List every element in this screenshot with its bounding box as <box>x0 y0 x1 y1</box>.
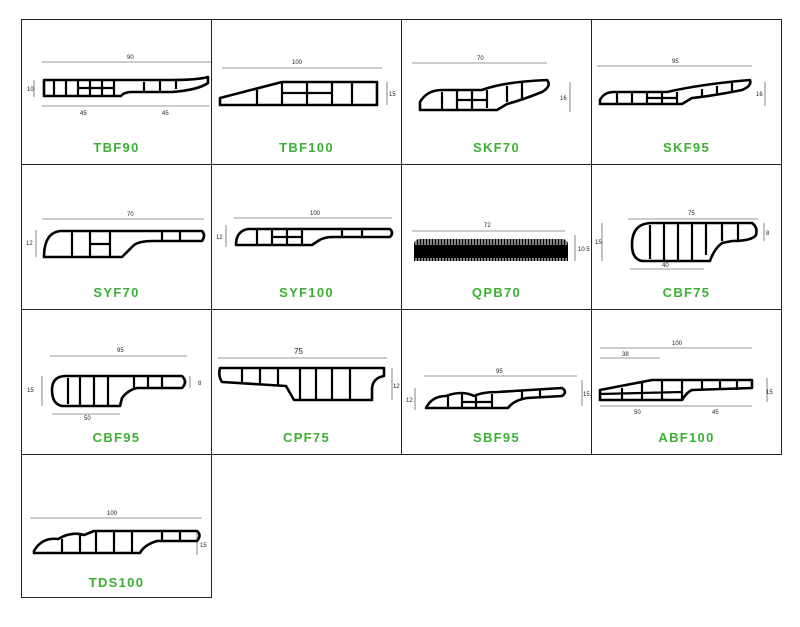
profile-grid: 90 10 45 45 TBF90 100 15 TBF100 70 <box>21 19 782 598</box>
skf95-drawing: 95 16 <box>597 59 766 106</box>
profile-cell-tds100: 100 15 TDS100 <box>21 454 212 598</box>
cbf75-width-dim: 75 <box>688 211 695 217</box>
tds100-height-dim: 15 <box>200 543 207 549</box>
skf95-height-dim: 16 <box>756 92 763 98</box>
qpb70-drawing: 72 10.5 <box>412 223 590 261</box>
tbf90-right-dim: 45 <box>162 111 169 117</box>
cbf75-drawing: 75 8 15 40 <box>595 211 770 270</box>
profile-label: CBF75 <box>662 285 711 300</box>
abf100-width-dim: 100 <box>672 341 683 347</box>
abf100-height-dim: 15 <box>766 390 773 396</box>
cpf75-width-dim: 75 <box>294 347 303 356</box>
profile-label: SYF70 <box>93 285 140 300</box>
syf70-width-dim: 70 <box>127 212 134 218</box>
cbf95-bottom-dim: 50 <box>84 416 91 422</box>
abf100-top-dim: 38 <box>622 352 629 358</box>
cbf95-height-dim: 15 <box>27 388 34 394</box>
profile-cell-cpf75: 75 12 CPF75 <box>211 309 402 455</box>
profile-cell-abf100: 100 38 50 45 15 ABF100 <box>591 309 782 455</box>
cpf75-drawing: 75 12 <box>218 347 400 402</box>
profile-label: CPF75 <box>283 430 330 445</box>
profile-label: TDS100 <box>88 575 145 590</box>
tds100-drawing: 100 15 <box>30 511 207 555</box>
abf100-drawing: 100 38 50 45 15 <box>598 341 773 416</box>
syf100-height-dim: 12 <box>216 235 223 241</box>
tbf90-height-dim: 10 <box>27 87 34 93</box>
tbf90-drawing: 90 10 45 45 <box>27 55 212 117</box>
profile-label: SBF95 <box>473 430 520 445</box>
tbf100-width-dim: 100 <box>292 60 303 66</box>
profile-label: ABF100 <box>658 430 715 445</box>
syf70-drawing: 70 12 <box>26 212 206 259</box>
cbf95-width-dim: 95 <box>117 348 124 354</box>
profile-cell-tbf100: 100 15 TBF100 <box>211 19 402 165</box>
sbf95-width-dim: 95 <box>496 369 503 375</box>
profile-cell-skf95: 95 16 SKF95 <box>591 19 782 165</box>
qpb70-height-dim: 10.5 <box>578 247 590 253</box>
profile-label: SKF95 <box>663 140 710 155</box>
tbf100-height-dim: 15 <box>389 92 396 98</box>
profile-label: SYF100 <box>279 285 334 300</box>
cpf75-height-dim: 12 <box>393 384 400 390</box>
cbf75-bottom-dim: 40 <box>662 263 669 269</box>
skf70-width-dim: 70 <box>477 56 484 62</box>
profile-cell-cbf95: 95 15 8 50 CBF95 <box>21 309 212 455</box>
sbf95-height-dim: 12 <box>406 398 413 404</box>
syf100-drawing: 100 12 <box>216 211 394 247</box>
profile-label: TBF90 <box>93 140 140 155</box>
profile-label: TBF100 <box>279 140 334 155</box>
skf70-drawing: 70 16 <box>412 56 571 112</box>
sbf95-drawing: 95 12 15.5 <box>406 369 595 410</box>
abf100-bottom-dim: 50 <box>634 410 641 416</box>
profile-label: QPB70 <box>471 285 522 300</box>
profile-cell-syf70: 70 12 SYF70 <box>21 164 212 310</box>
syf70-height-dim: 12 <box>26 241 33 247</box>
sbf95-right-dim: 15.5 <box>583 392 595 398</box>
profile-cell-sbf95: 95 12 15.5 SBF95 <box>401 309 595 455</box>
profile-label: SKF70 <box>473 140 520 155</box>
cbf75-height-dim: 15 <box>595 240 602 246</box>
cbf95-inner-dim: 8 <box>198 381 202 387</box>
cbf95-drawing: 95 15 8 50 <box>27 348 202 422</box>
profile-cell-syf100: 100 12 SYF100 <box>211 164 402 310</box>
profile-cell-tbf90: 90 10 45 45 TBF90 <box>21 19 212 165</box>
tds100-width-dim: 100 <box>107 511 118 517</box>
tbf90-width-dim: 90 <box>127 55 134 61</box>
tbf90-left-dim: 45 <box>80 111 87 117</box>
profile-cell-cbf75: 75 8 15 40 CBF75 <box>591 164 782 310</box>
skf95-width-dim: 95 <box>672 59 679 65</box>
syf100-width-dim: 100 <box>310 211 321 217</box>
profile-cell-skf70: 70 16 SKF70 <box>401 19 592 165</box>
tbf100-drawing: 100 15 <box>218 60 396 107</box>
cbf75-inner-dim: 8 <box>766 231 770 237</box>
profile-label: CBF95 <box>92 430 141 445</box>
abf100-right-dim: 45 <box>712 410 719 416</box>
qpb70-width-dim: 72 <box>484 223 491 229</box>
skf70-height-dim: 16 <box>560 96 567 102</box>
profile-cell-qpb70: 72 10.5 QPB70 <box>401 164 592 310</box>
